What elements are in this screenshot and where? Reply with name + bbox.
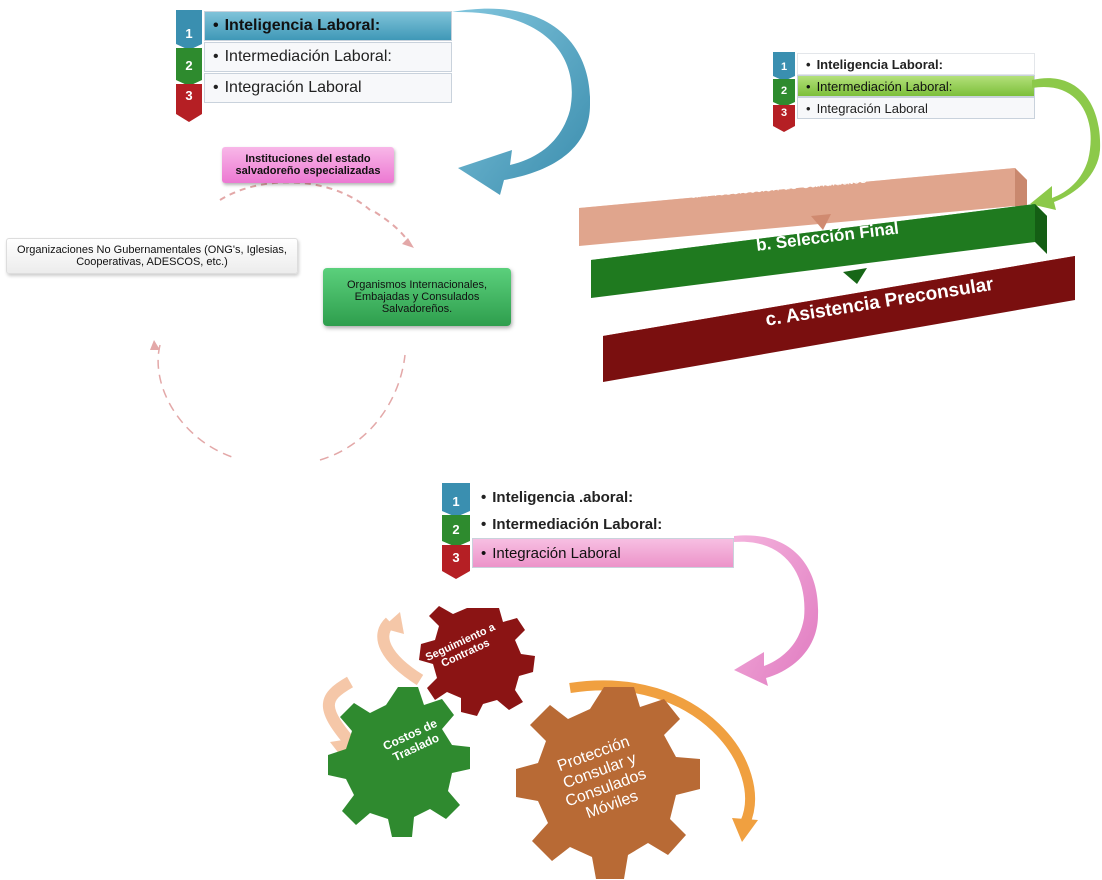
level-number-2: 2 <box>780 85 788 97</box>
bullet: • <box>806 78 811 94</box>
level-item-inteligencia: • Inteligencia Laboral: <box>204 11 452 41</box>
bullet: • <box>213 48 219 65</box>
cycle-node-organismos: Organismos Internacionales, Embajadas y … <box>323 268 511 326</box>
level-item-inteligencia: • Inteligencia .aboral: <box>472 484 734 510</box>
level-item-label: Inteligencia .aboral: <box>492 488 634 506</box>
level-item-intermediacion: • Intermediación Laboral: <box>797 75 1035 97</box>
level-item-integracion: • Integración Laboral <box>204 73 452 103</box>
bullet: • <box>213 79 219 96</box>
level-number-1: 1 <box>452 494 460 509</box>
level-number-2: 2 <box>452 522 460 537</box>
level-item-label: Integración Laboral <box>224 79 362 96</box>
bullet: • <box>481 515 487 533</box>
gears-diagram <box>322 606 758 879</box>
level-number-1: 1 <box>780 61 788 73</box>
bullet: • <box>481 544 487 562</box>
bullet: • <box>481 488 487 506</box>
level-number-column <box>176 10 202 122</box>
stairs-process <box>579 168 1075 382</box>
level-item-label: Intermediación Laboral: <box>224 48 392 65</box>
bullet: • <box>806 56 811 72</box>
level-number-3: 3 <box>780 107 788 119</box>
level-item-inteligencia: • Inteligencia Laboral: <box>797 53 1035 75</box>
level-number-3: 3 <box>452 550 460 565</box>
level-item-intermediacion: • Intermediación Laboral: <box>472 511 734 537</box>
level-item-integracion: • Integración Laboral <box>472 538 734 568</box>
curved-arrow-pink <box>734 535 819 686</box>
level-item-label: Inteligencia Laboral: <box>816 56 943 72</box>
gear-red <box>419 606 535 716</box>
level-number-column <box>442 483 470 579</box>
level-item-label: Intermediación Laboral: <box>816 78 953 94</box>
curved-arrow-green <box>1030 78 1101 210</box>
gear-orange <box>516 687 700 879</box>
level-number-1: 1 <box>185 26 193 41</box>
level-item-label: Intermediación Laboral: <box>492 515 663 533</box>
level-item-integracion: • Integración Laboral <box>797 97 1035 119</box>
level-number-2: 2 <box>185 58 193 73</box>
curved-arrow-blue <box>452 8 590 195</box>
level-number-3: 3 <box>185 88 193 103</box>
level-item-label: Integración Laboral <box>816 100 928 116</box>
level-item-label: Integración Laboral <box>492 544 621 562</box>
level-item-intermediacion: • Intermediación Laboral: <box>204 42 452 72</box>
cycle-node-instituciones: Instituciones del estado salvadoreño esp… <box>222 147 394 183</box>
level-number-column <box>773 52 795 132</box>
bullet: • <box>806 100 811 116</box>
cycle-node-ongs: Organizaciones No Gubernamentales (ONG's… <box>6 238 298 274</box>
bullet: • <box>213 17 219 34</box>
gear-green <box>328 687 470 837</box>
level-item-label: Inteligencia Laboral: <box>224 17 381 34</box>
